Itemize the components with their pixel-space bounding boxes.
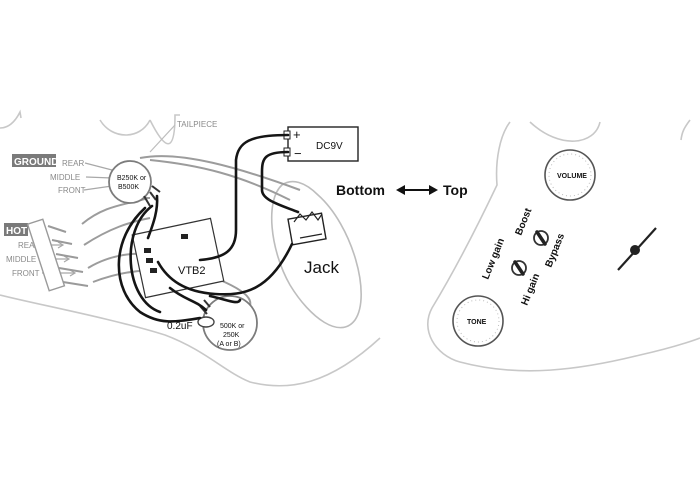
- volume-knob: VOLUME: [544, 149, 596, 201]
- tailpiece-label: TAILPIECE: [177, 120, 217, 129]
- capacitor: 0.2uF: [167, 316, 215, 332]
- black-wires: [117, 133, 300, 323]
- battery-label: DC9V: [316, 141, 343, 152]
- tone-pot-label-2: 250K: [223, 332, 240, 339]
- volume-pot: B250K or B500K: [108, 160, 161, 207]
- orientation-bottom: Bottom: [336, 182, 385, 198]
- volume-pot-label-2: B500K: [118, 184, 139, 191]
- vtb2-board: VTB2: [131, 217, 225, 299]
- vtb2-label: VTB2: [178, 265, 206, 277]
- hot-pickup-front: FRONT: [12, 269, 40, 278]
- jack-label: Jack: [304, 258, 339, 277]
- selector-lever: [617, 227, 657, 271]
- orientation-indicator: Bottom Top: [336, 182, 468, 198]
- hot-pickup-rear: REAR: [18, 241, 40, 250]
- battery-minus: −: [294, 146, 302, 161]
- output-jack: Jack: [287, 211, 339, 277]
- ground-pickup-middle: MIDDLE: [50, 173, 80, 182]
- hi-gain-label: Hi gain: [520, 272, 543, 307]
- volume-knob-label: VOLUME: [557, 173, 587, 180]
- volume-pot-label-1: B250K or: [117, 175, 147, 182]
- ground-pickup-front: FRONT: [58, 186, 86, 195]
- ground-leaders: [83, 162, 113, 191]
- hot-label-bg: [4, 223, 28, 236]
- hot-pickup-list: REAR MIDDLE FRONT: [6, 241, 40, 278]
- low-gain-label: Low gain: [481, 237, 507, 281]
- tailpiece-leader: [149, 124, 176, 153]
- tone-pot-label-1: 500K or: [220, 323, 245, 330]
- pickup-selector-switch: [26, 218, 89, 292]
- ground-label: GROUND: [14, 157, 58, 168]
- battery: + − DC9V: [283, 126, 359, 162]
- jack-cavity: [270, 180, 362, 329]
- tone-knob: TONE: [452, 295, 504, 347]
- boost-bypass-switch: [533, 230, 549, 246]
- hot-pickup-middle: MIDDLE: [6, 255, 36, 264]
- ground-pickup-list: REAR MIDDLE FRONT: [50, 159, 86, 195]
- tone-pot-label-3: (A or B): [217, 341, 241, 348]
- hot-label: HOT: [6, 226, 27, 237]
- battery-plus: +: [293, 127, 301, 142]
- capacitor-label: 0.2uF: [167, 321, 193, 332]
- tone-knob-label: TONE: [467, 319, 487, 326]
- right-pickguard-outline: [427, 119, 700, 372]
- ground-label-bg: [12, 154, 56, 167]
- boost-label: Boost: [514, 206, 535, 237]
- ground-pickup-rear: REAR: [62, 159, 84, 168]
- gain-switch: [511, 260, 527, 276]
- left-body-outline: [0, 109, 381, 387]
- orientation-top: Top: [443, 182, 468, 198]
